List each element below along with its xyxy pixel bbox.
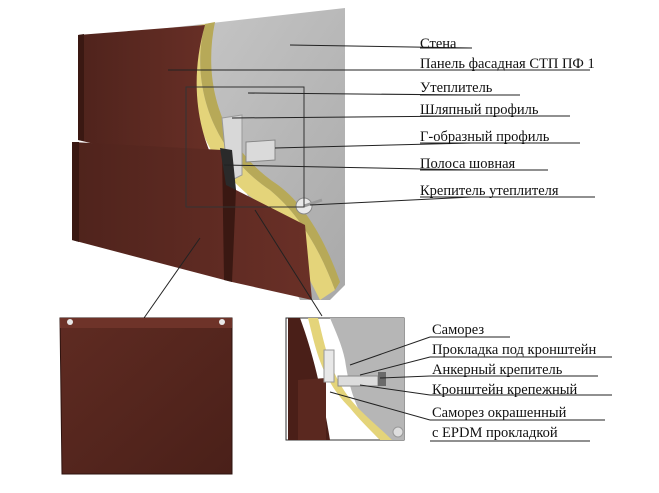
label-insulation-fastener: Крепитель утеплителя: [420, 183, 559, 199]
label-screw: Саморез: [432, 322, 485, 338]
label-facade-panel: Панель фасадная СТП ПФ 1: [420, 56, 595, 72]
label-anchor: Анкерный крепитель: [432, 362, 563, 378]
label-epdm-gasket: с EPDM прокладкой: [432, 425, 558, 441]
detail-view: [285, 317, 405, 441]
leader-lines-main: [168, 44, 595, 206]
label-bracket-gasket: Прокладка под кронштейн: [432, 342, 597, 358]
l-profile: [245, 139, 276, 163]
panel-lower: [72, 142, 312, 300]
label-hat-profile: Шляпный профиль: [420, 102, 539, 118]
connector-detail: [254, 209, 323, 317]
label-bracket: Кронштейн крепежный: [432, 382, 578, 398]
seam-strip: [220, 148, 236, 190]
label-l-profile: Г-образный профиль: [420, 129, 550, 145]
label-wall: Стена: [420, 36, 457, 52]
connector-flat: [143, 237, 201, 319]
label-insulation: Утеплитель: [420, 80, 493, 96]
label-painted-screw: Саморез окрашенный: [432, 405, 567, 421]
flat-panel: [59, 317, 233, 475]
leader-lines-detail: [329, 336, 612, 442]
label-seam-strip: Полоса шовная: [420, 156, 516, 172]
